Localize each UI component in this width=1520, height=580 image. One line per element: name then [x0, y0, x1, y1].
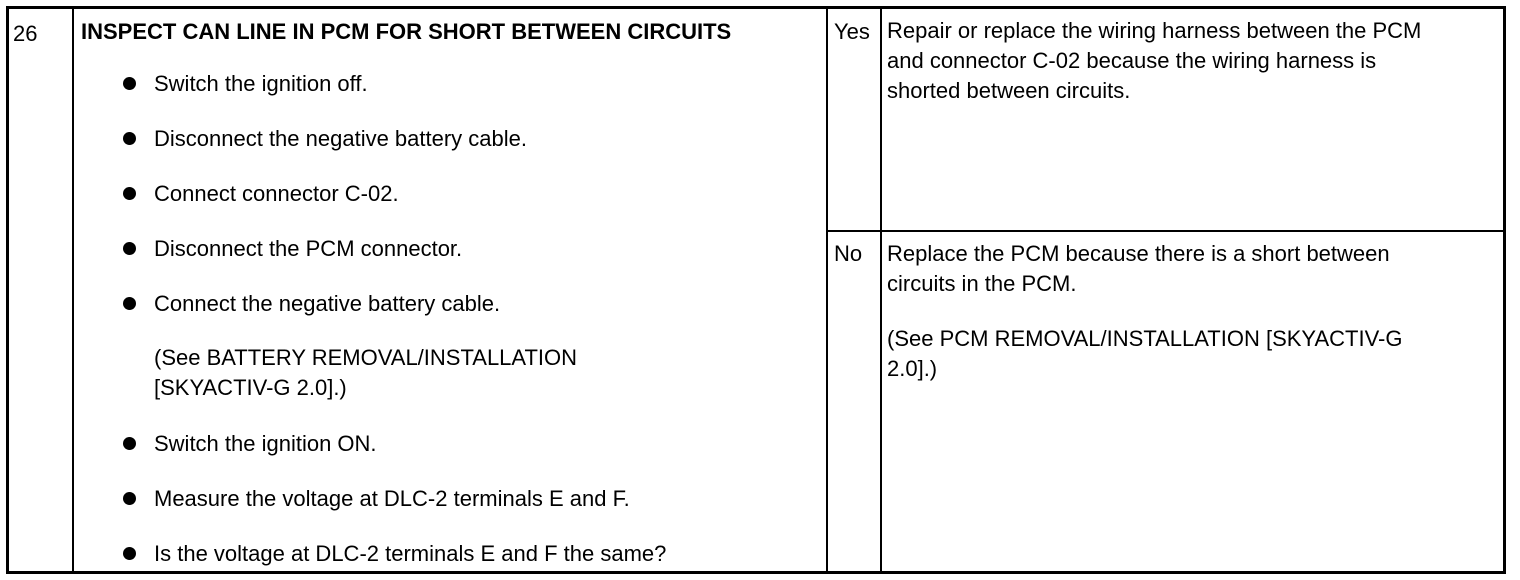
bullet-icon	[123, 437, 136, 450]
action-list: Switch the ignition off. Disconnect the …	[74, 9, 826, 571]
list-item-text: Connect connector C-02.	[154, 181, 399, 206]
bullet-icon	[123, 132, 136, 145]
pcm-reference-note-line-1: (See PCM REMOVAL/INSTALLATION [SKYACTIV-…	[887, 326, 1403, 351]
troubleshooting-table: 26 INSPECT CAN LINE IN PCM FOR SHORT BET…	[6, 6, 1506, 574]
list-item-text: Switch the ignition off.	[154, 71, 368, 96]
list-item-text: Disconnect the PCM connector.	[154, 236, 463, 261]
list-item: Switch the ignition off.	[74, 71, 826, 97]
step-number-cell: 26	[9, 9, 74, 571]
list-item: Connect connector C-02.	[74, 181, 826, 207]
yes-response-line-3: shorted between circuits.	[887, 78, 1131, 103]
list-item-text: Is the voltage at DLC-2 terminals E and …	[154, 541, 667, 566]
yes-response-line-2: and connector C-02 because the wiring ha…	[887, 48, 1377, 73]
pcm-reference-note-line-2: 2.0].)	[887, 356, 938, 381]
bullet-icon	[123, 187, 136, 200]
no-response-line-1: Replace the PCM because there is a short…	[887, 241, 1390, 266]
battery-reference-note-line-2: [SKYACTIV-G 2.0].)	[154, 375, 347, 400]
bullet-icon	[123, 77, 136, 90]
no-response-line-2: circuits in the PCM.	[887, 271, 1077, 296]
yes-no-divider	[828, 230, 1503, 232]
list-item: Disconnect the PCM connector.	[74, 236, 826, 262]
bullet-icon	[123, 297, 136, 310]
step-number: 26	[13, 21, 38, 46]
list-item: Switch the ignition ON.	[74, 431, 826, 457]
step-title: INSPECT CAN LINE IN PCM FOR SHORT BETWEE…	[81, 19, 732, 44]
response-cell: Repair or replace the wiring harness bet…	[882, 9, 1503, 571]
list-item: Disconnect the negative battery cable.	[74, 126, 826, 152]
list-item-text: Connect the negative battery cable.	[154, 291, 501, 316]
bullet-icon	[123, 547, 136, 560]
list-item: Connect the negative battery cable.	[74, 291, 826, 317]
bullet-icon	[123, 242, 136, 255]
yes-response-line-1: Repair or replace the wiring harness bet…	[887, 18, 1422, 43]
result-no-label: No	[834, 241, 863, 266]
result-cell: Yes No	[828, 9, 882, 571]
action-cell: INSPECT CAN LINE IN PCM FOR SHORT BETWEE…	[74, 9, 828, 571]
list-item: Measure the voltage at DLC-2 terminals E…	[74, 486, 826, 512]
bullet-icon	[123, 492, 136, 505]
result-yes-label: Yes	[834, 19, 870, 44]
list-item-text: Measure the voltage at DLC-2 terminals E…	[154, 486, 630, 511]
battery-reference-note-line-1: (See BATTERY REMOVAL/INSTALLATION	[154, 345, 578, 370]
list-item-text: Switch the ignition ON.	[154, 431, 377, 456]
list-item-text: Disconnect the negative battery cable.	[154, 126, 528, 151]
list-item: Is the voltage at DLC-2 terminals E and …	[74, 541, 826, 567]
